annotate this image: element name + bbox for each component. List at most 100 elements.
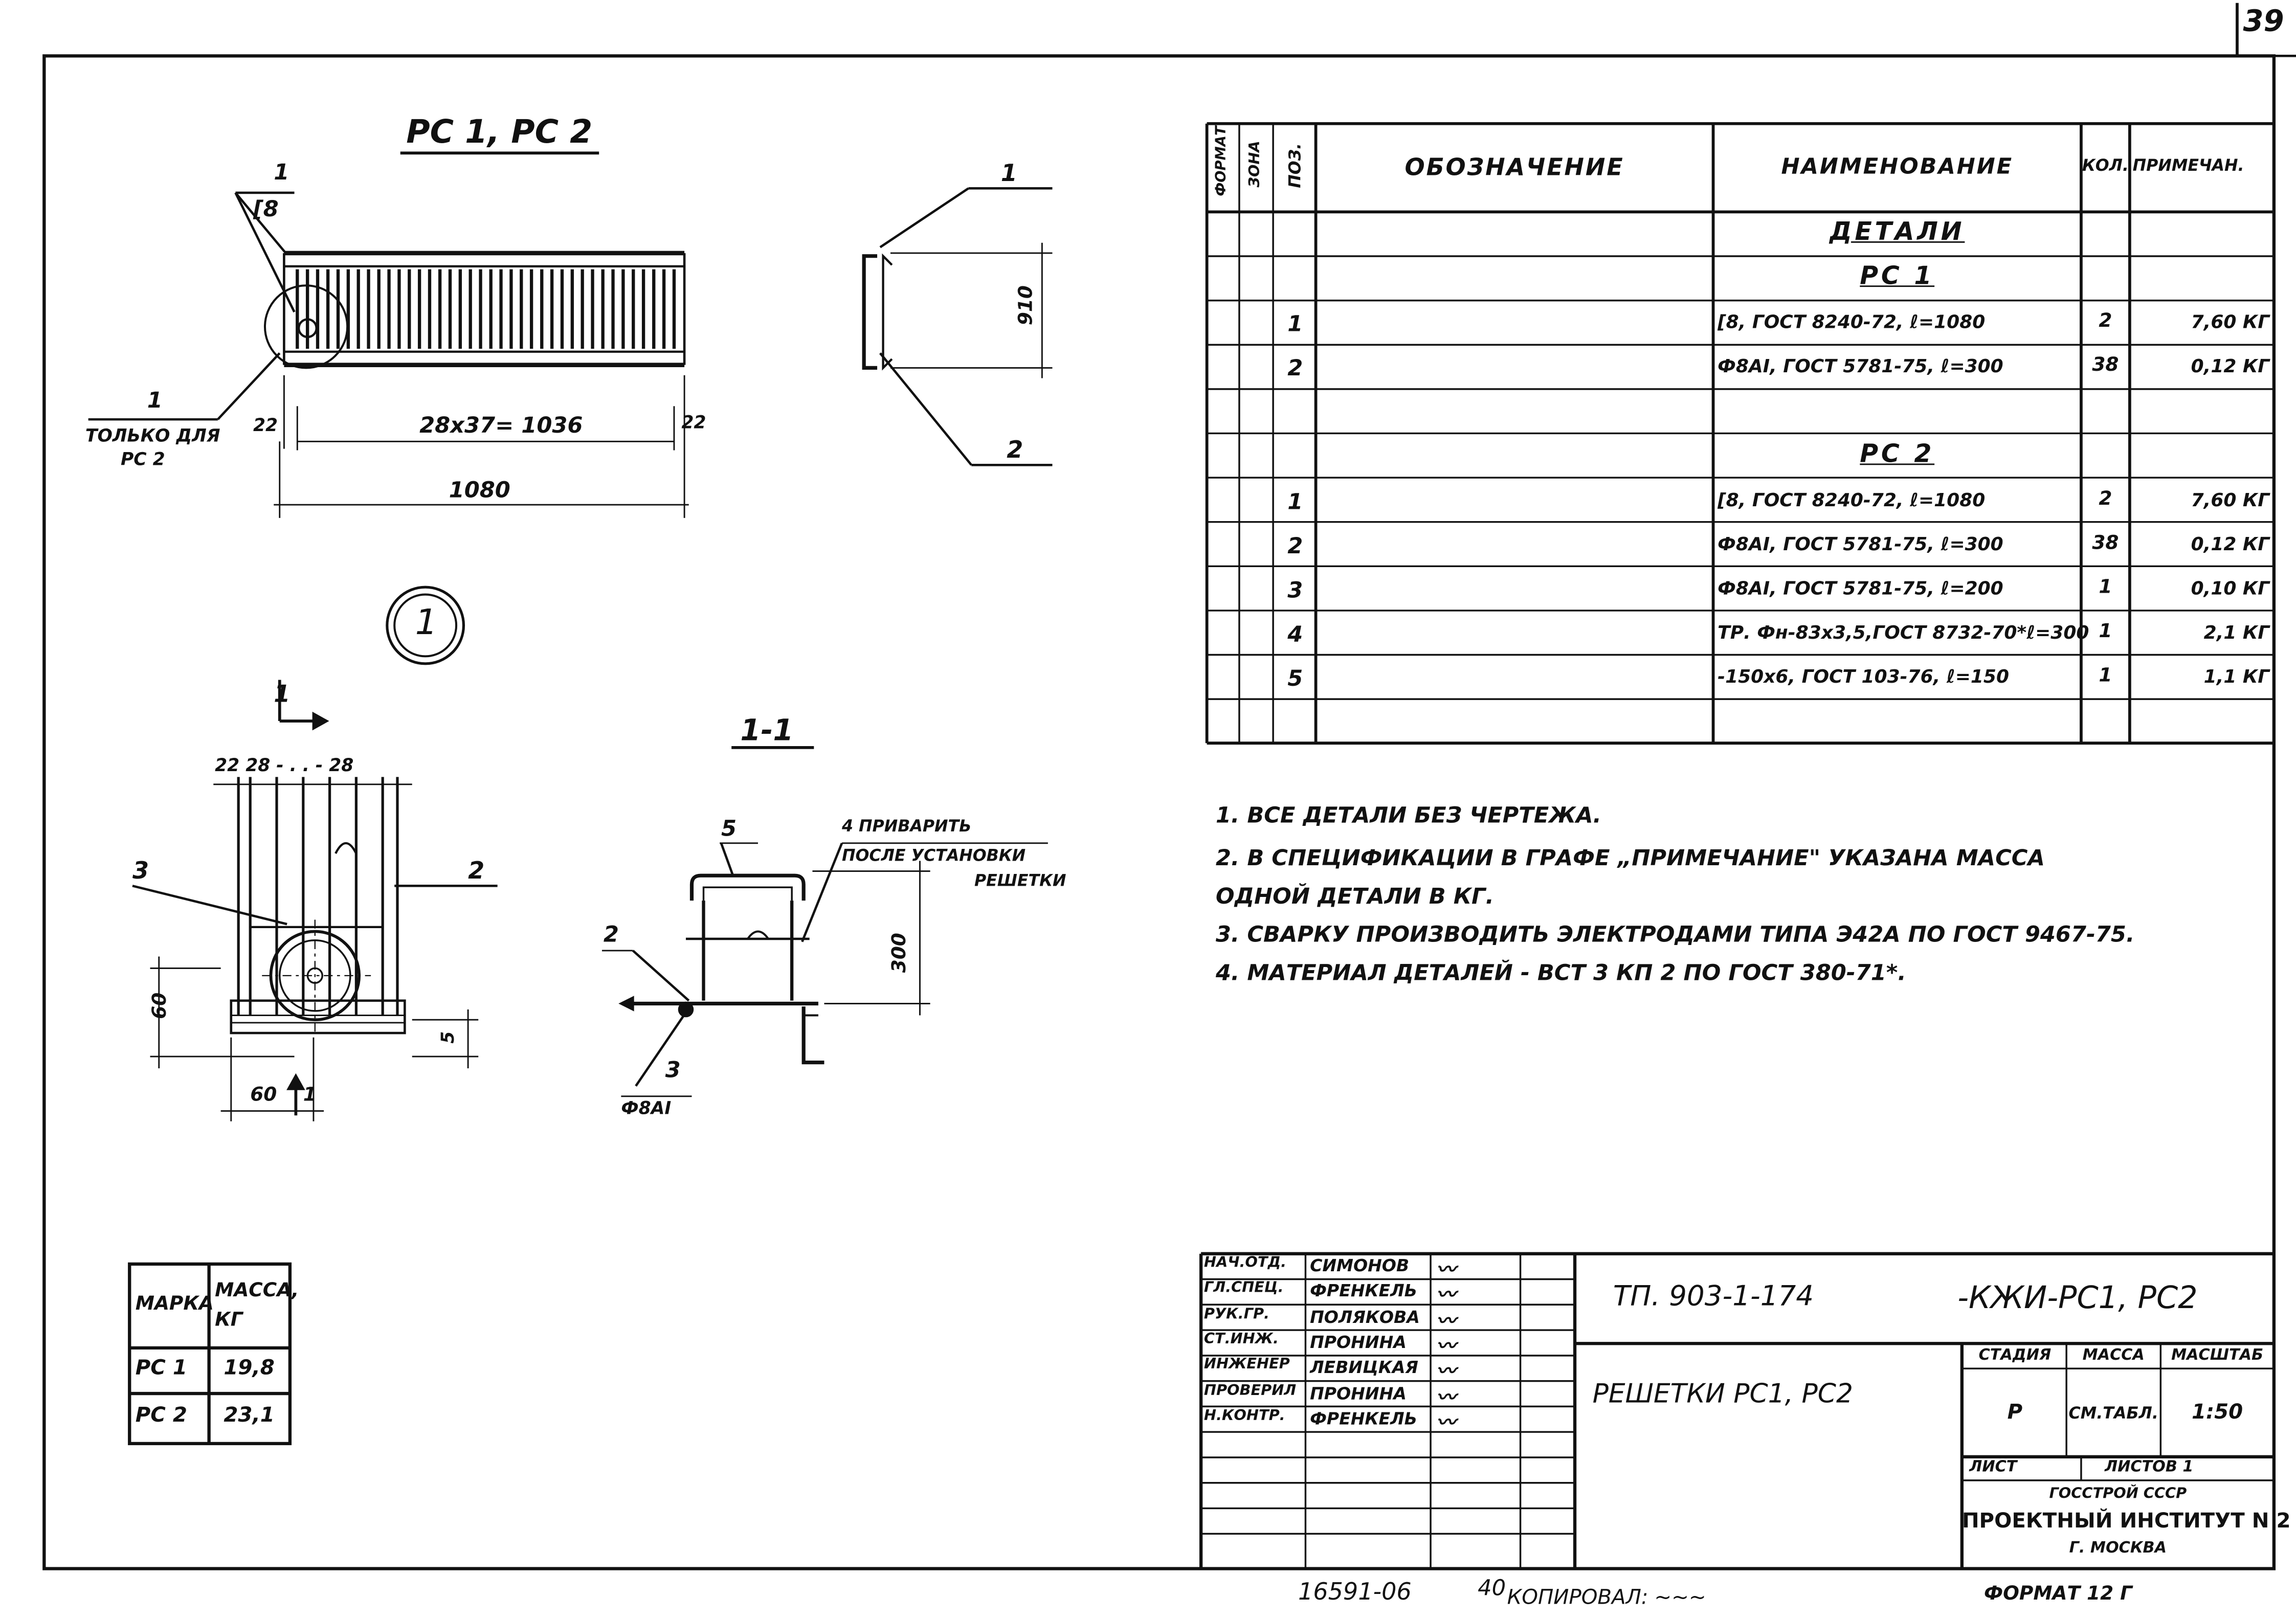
tb-scale-label: МАСШТАБ bbox=[2171, 1346, 2264, 1364]
spec-section-heading: ДЕТАЛИ bbox=[1830, 217, 1965, 248]
mass-header-mass: МАССА, КГ bbox=[215, 1280, 299, 1332]
note-3: 3. СВАРКУ ПРОИЗВОДИТЬ ЭЛЕКТРОДАМИ ТИПА Э… bbox=[1215, 921, 2135, 948]
only-for-note-mark: РС 2 bbox=[120, 448, 165, 469]
tb-role: РУК.ГР. bbox=[1203, 1306, 1269, 1322]
spec-pos: 1 bbox=[1287, 310, 1303, 338]
spec-header-note: ПРИМЕЧАН. bbox=[2132, 156, 2244, 175]
mass-row-2-mark: РС 2 bbox=[135, 1404, 187, 1428]
spec-note: 0,12 КГ bbox=[2191, 355, 2270, 377]
note-1: 1. ВСЕ ДЕТАЛИ БЕЗ ЧЕРТЕЖА. bbox=[1215, 802, 1601, 829]
tb-signature: 〰 bbox=[1436, 1412, 1456, 1435]
tb-org-3: Г. МОСКВА bbox=[2069, 1539, 2167, 1557]
tb-signature: 〰 bbox=[1436, 1285, 1456, 1308]
side-view-pos1: 1 bbox=[1000, 159, 1017, 187]
tb-title: РЕШЕТКИ РС1, РС2 bbox=[1592, 1379, 1853, 1410]
tb-org-1: ГОССТРОЙ СССР bbox=[2049, 1486, 2187, 1503]
spec-qty: 38 bbox=[2092, 355, 2119, 377]
tb-signature: 〰 bbox=[1436, 1387, 1456, 1409]
spec-qty: 1 bbox=[2099, 621, 2112, 643]
tb-stage: Р bbox=[2007, 1401, 2023, 1425]
section-1-1-view bbox=[601, 746, 1048, 1097]
node-dims-top: 22 28 - . . - 28 bbox=[215, 755, 354, 776]
tb-role: ГЛ.СПЕЦ. bbox=[1203, 1280, 1284, 1297]
tb-signature: 〰 bbox=[1436, 1310, 1456, 1333]
spec-note: 7,60 КГ bbox=[2191, 488, 2270, 510]
node-pos3: 3 bbox=[132, 856, 149, 885]
tb-person-name: ЛЕВИЦКАЯ bbox=[1310, 1357, 1418, 1378]
spec-header-qty: КОЛ. bbox=[2082, 156, 2129, 175]
tb-person-name: ФРЕНКЕЛЬ bbox=[1310, 1280, 1417, 1301]
tb-person-name: ПОЛЯКОВА bbox=[1310, 1306, 1420, 1327]
section-note-3: РЕШЕТКИ bbox=[974, 871, 1066, 890]
spec-name: Ф8АI, ГОСТ 5781-75, ℓ=300 bbox=[1718, 532, 2003, 554]
note-2: 2. В СПЕЦИФИКАЦИИ В ГРАФЕ „ПРИМЕЧАНИЕ" У… bbox=[1215, 844, 2045, 871]
mass-row-1-mass: 19,8 bbox=[224, 1357, 275, 1381]
spec-pos: 2 bbox=[1287, 355, 1303, 382]
tb-sheet-code: -КЖИ-РС1, РС2 bbox=[1957, 1280, 2198, 1316]
tb-role: НАЧ.ОТД. bbox=[1203, 1255, 1287, 1272]
spec-note: 0,12 КГ bbox=[2191, 532, 2270, 554]
spec-name: ТР. Фн-83x3,5,ГОСТ 8732-70*ℓ=300 bbox=[1718, 621, 2089, 643]
tb-sheet-label: ЛИСТ bbox=[1969, 1458, 2017, 1476]
spec-pos: 4 bbox=[1287, 621, 1303, 647]
side-view-pos2: 2 bbox=[1007, 435, 1023, 464]
note-4: 4. МАТЕРИАЛ ДЕТАЛЕЙ - ВСТ 3 КП 2 ПО ГОСТ… bbox=[1215, 959, 1906, 986]
mass-table-grid bbox=[128, 1262, 292, 1446]
footer-copied: КОПИРОВАЛ: bbox=[1507, 1586, 1648, 1610]
top-view-leader-pos: 1 bbox=[274, 159, 289, 186]
section-pos5: 5 bbox=[721, 815, 737, 842]
node-pos2: 2 bbox=[468, 856, 485, 885]
mass-header-mark: МАРКА bbox=[135, 1293, 214, 1316]
tb-project-code: ТП. 903-1-174 bbox=[1613, 1280, 1814, 1313]
spec-qty: 2 bbox=[2099, 310, 2112, 333]
spec-qty: 2 bbox=[2099, 488, 2112, 510]
tb-person-name: ПРОНИНА bbox=[1310, 1382, 1407, 1403]
tb-role: Н.КОНТР. bbox=[1203, 1408, 1285, 1424]
spec-name: [8, ГОСТ 8240-72, ℓ=1080 bbox=[1718, 310, 1986, 333]
spec-header-pos: ПОЗ. bbox=[1285, 143, 1305, 188]
channel-label: [8 bbox=[253, 195, 279, 222]
footer-format: ФОРМАТ 12 Г bbox=[1984, 1583, 2132, 1606]
spec-name: -150x6, ГОСТ 103-76, ℓ=150 bbox=[1718, 665, 2010, 687]
only-for-note: ТОЛЬКО ДЛЯ bbox=[85, 425, 220, 446]
node-cut-label: 1 bbox=[274, 680, 291, 708]
tb-signature: 〰 bbox=[1436, 1336, 1456, 1358]
tb-mass: СМ.ТАБЛ. bbox=[2068, 1404, 2158, 1423]
footer-copy-no: 40 bbox=[1478, 1575, 1506, 1601]
tb-person-name: ПРОНИНА bbox=[1310, 1331, 1407, 1353]
bottom-leader-pos: 1 bbox=[147, 387, 163, 414]
node-callout-label: 1 bbox=[415, 601, 438, 643]
tb-signature: 〰 bbox=[1436, 1361, 1456, 1384]
spec-header-designation: ОБОЗНАЧЕНИЕ bbox=[1405, 153, 1624, 181]
tb-role: СТ.ИНЖ. bbox=[1203, 1331, 1279, 1348]
spec-header-zone: ЗОНА bbox=[1247, 141, 1264, 188]
spec-name: Ф8АI, ГОСТ 5781-75, ℓ=200 bbox=[1718, 576, 2003, 599]
spec-table-grid bbox=[1205, 122, 2274, 745]
node-dim-height: 60 bbox=[149, 992, 172, 1019]
dim-total: 1080 bbox=[449, 477, 510, 504]
spec-name: Ф8АI, ГОСТ 5781-75, ℓ=300 bbox=[1718, 355, 2003, 377]
section-pos3: 3 bbox=[665, 1056, 681, 1083]
section-note-1: 4 ПРИВАРИТЬ bbox=[841, 817, 972, 836]
tb-sheets-label: ЛИСТОВ 1 bbox=[2104, 1458, 2194, 1476]
spec-qty: 1 bbox=[2099, 665, 2112, 687]
spec-pos: 3 bbox=[1287, 576, 1303, 603]
grating-top-view bbox=[88, 191, 689, 518]
spec-header-format: ФОРМАТ bbox=[1213, 126, 1230, 196]
spec-section-heading: РС 1 bbox=[1860, 262, 1935, 292]
tb-signature: 〰 bbox=[1436, 1260, 1456, 1282]
spec-qty: 1 bbox=[2099, 576, 2112, 599]
mass-row-2-mass: 23,1 bbox=[224, 1404, 275, 1428]
spec-name: [8, ГОСТ 8240-72, ℓ=1080 bbox=[1718, 488, 1986, 510]
node-view bbox=[132, 680, 498, 1121]
tb-role: ПРОВЕРИЛ bbox=[1203, 1382, 1297, 1399]
spec-section-heading: РС 2 bbox=[1860, 439, 1935, 469]
title-block-grid bbox=[1199, 1252, 2274, 1569]
node-dim-width: 60 bbox=[250, 1084, 277, 1107]
spec-pos: 5 bbox=[1287, 665, 1303, 692]
tb-org-2: ПРОЕКТНЫЙ ИНСТИТУТ N 2 bbox=[1961, 1510, 2291, 1534]
spec-note: 1,1 КГ bbox=[2203, 665, 2270, 687]
tb-role: ИНЖЕНЕР bbox=[1203, 1357, 1290, 1374]
tb-person-name: СИМОНОВ bbox=[1310, 1255, 1410, 1276]
